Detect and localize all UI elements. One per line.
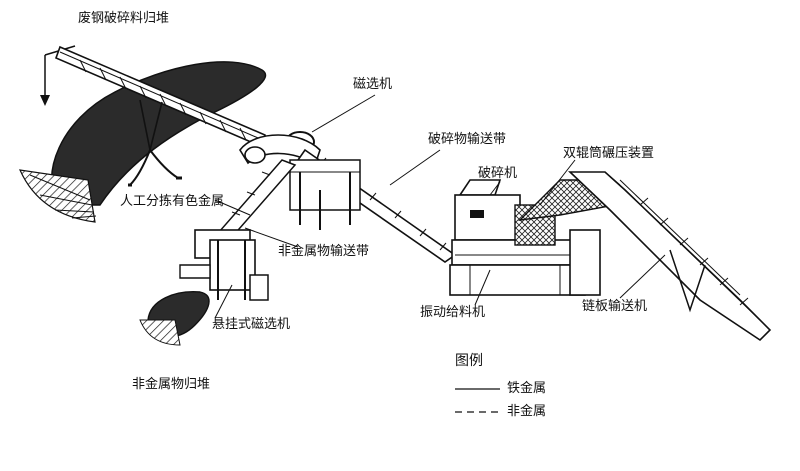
magnetic-separator [239, 131, 321, 167]
label-double-roller: 双辊筒碾压装置 [563, 146, 655, 161]
label-suspended-separator: 悬挂式磁选机 [212, 317, 291, 332]
suspended-separator [179, 229, 269, 301]
label-nonmetal-pile: 非金属物归堆 [132, 377, 211, 392]
vibrating-feeder [449, 229, 601, 296]
label-manual-sorting: 人工分拣有色金属 [120, 194, 225, 209]
stacking-conveyor [54, 45, 266, 187]
scrap-pile [19, 61, 267, 223]
legend-title: 图例 [455, 353, 483, 369]
legend-lines [455, 388, 502, 413]
label-chain-conveyor: 链板输送机 [582, 299, 648, 314]
label-scrap-pile: 废钢破碎料归堆 [78, 11, 170, 26]
label-crushed-conveyor: 破碎物输送带 [428, 132, 507, 147]
nonmetal-pile [139, 291, 210, 346]
leader-lines [214, 94, 666, 319]
label-crusher: 破碎机 [478, 166, 518, 181]
legend-nonferrous: 非金属 [507, 404, 547, 419]
label-vibrating-feeder: 振动给料机 [420, 305, 486, 320]
chain-conveyor [518, 171, 772, 342]
legend-ferrous: 铁金属 [507, 381, 547, 396]
crushed-conveyor [289, 148, 457, 263]
label-nonmetal-conveyor: 非金属物输送带 [278, 244, 370, 259]
label-magnetic-separator: 磁选机 [353, 77, 393, 92]
